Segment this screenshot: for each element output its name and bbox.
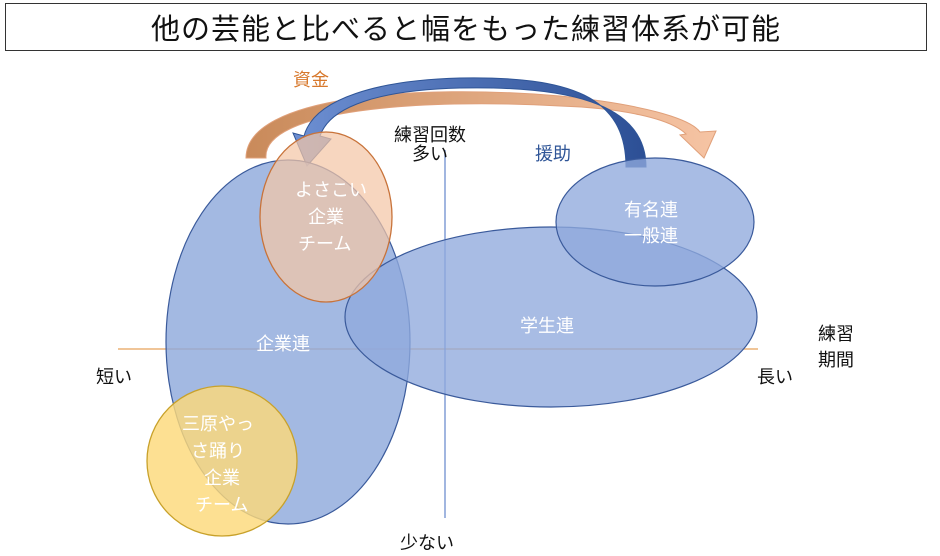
yumei-ren-label-line1: 有名連: [624, 200, 678, 221]
support-label: 援助: [535, 144, 571, 165]
support-arrow: [292, 77, 647, 168]
x-axis-title-line1: 練習: [818, 324, 854, 345]
title-box: 他の芸能と比べると幅をもった練習体系が可能: [5, 3, 927, 51]
x-axis-right-label: 長い: [757, 367, 793, 388]
mihara-label-line3: 企業: [204, 468, 240, 489]
x-axis-left-label: 短い: [96, 367, 132, 388]
yumei-ren-ellipse: [555, 157, 755, 287]
diagram-title: 他の芸能と比べると幅をもった練習体系が可能: [150, 12, 781, 46]
yosakoi-label-line1: よさこい: [295, 180, 367, 201]
mihara-label-line4: チーム: [195, 495, 248, 516]
gakusei-ren-label: 学生連: [520, 316, 574, 337]
yumei-ren-label-line2: 一般連: [624, 226, 678, 247]
yosakoi-ellipse: [259, 131, 393, 303]
yosakoi-label-line2: 企業: [308, 207, 344, 228]
yosakoi-label-line3: チーム: [298, 234, 351, 255]
y-axis-top-label-line1: 練習回数: [394, 125, 466, 146]
mihara-circle: [146, 385, 298, 537]
funds-label: 資金: [293, 70, 329, 91]
y-axis-bottom-label: 少ない: [400, 533, 454, 554]
mihara-label-line2: さ踊り: [191, 441, 245, 462]
kigyo-ren-label: 企業連: [256, 334, 310, 355]
mihara-label-line1: 三原やっ: [182, 414, 254, 435]
y-axis-top-label-line2: 多い: [412, 144, 448, 165]
x-axis-title-line2: 期間: [818, 350, 854, 371]
